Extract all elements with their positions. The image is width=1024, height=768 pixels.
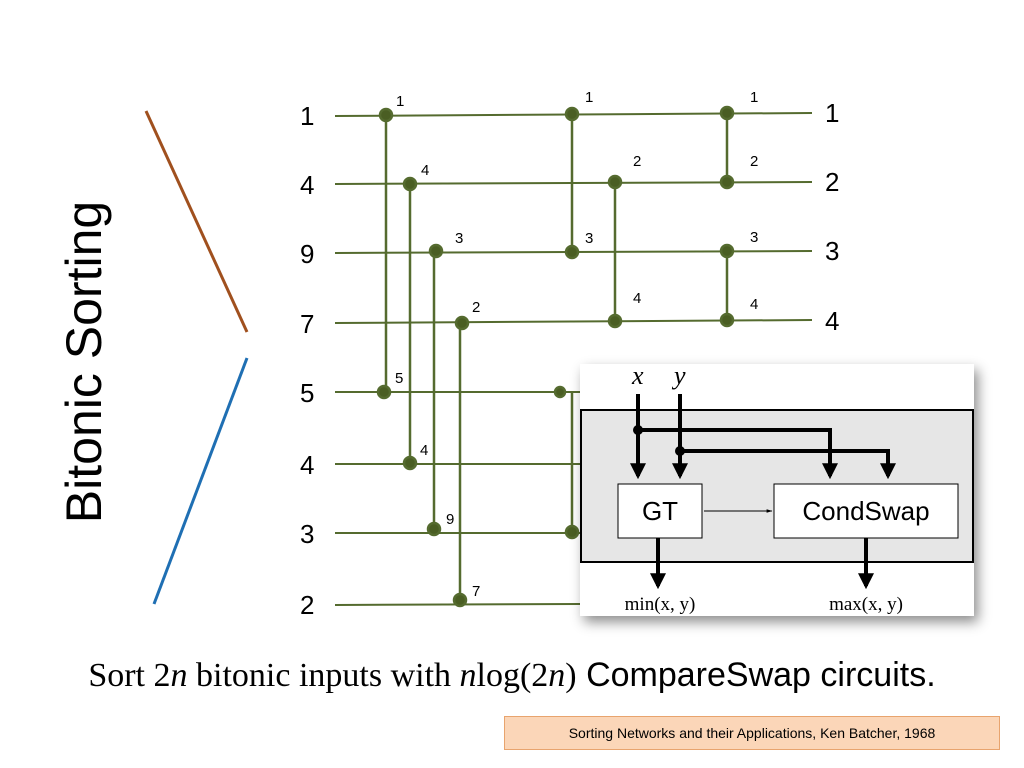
- input-label: 4: [300, 450, 314, 480]
- input-label: 5: [300, 378, 314, 408]
- junction-dot: [633, 425, 643, 435]
- node-label: 4: [421, 162, 429, 179]
- node-label: 9: [446, 511, 454, 528]
- node-label: 5: [395, 370, 403, 387]
- condswap-label: CondSwap: [802, 496, 929, 526]
- node-label: 4: [750, 296, 758, 313]
- node-label: 2: [750, 153, 758, 170]
- citation-box: Sorting Networks and their Applications,…: [504, 716, 1000, 750]
- comparator-node: [454, 315, 470, 331]
- comparator-node: [719, 243, 735, 259]
- comparator-node: [402, 176, 418, 192]
- comparator-node: [428, 243, 444, 259]
- caption-compareswap: CompareSwap: [576, 656, 811, 694]
- comparator-node: [426, 521, 442, 537]
- comparator-node: [607, 313, 623, 329]
- input-y-label: y: [671, 364, 686, 390]
- input-label: 9: [300, 239, 314, 269]
- min-output-label: min(x, y): [625, 594, 696, 615]
- gt-box: [617, 483, 703, 539]
- comparator-node: [452, 592, 468, 608]
- output-labels: 1 2 3 4: [825, 98, 839, 336]
- caption-prefix: Sort: [88, 657, 154, 694]
- input-label: 3: [300, 519, 314, 549]
- comparator-node: [719, 105, 735, 121]
- wire-4: [334, 319, 813, 324]
- output-label: 2: [825, 167, 839, 197]
- output-label: 1: [825, 98, 839, 128]
- node-label: 3: [585, 230, 593, 247]
- comparator-node: [719, 174, 735, 190]
- comparator-node: [378, 107, 394, 123]
- node-label: 2: [472, 299, 480, 316]
- input-label: 1: [300, 101, 314, 131]
- node-label: 7: [472, 583, 480, 600]
- compareswap-inset: x y GT CondSwap min(x, y) max(x, y): [580, 364, 974, 616]
- comparator-node: [376, 384, 392, 400]
- stage-2-comparators: [553, 106, 623, 540]
- stage-3-comparators: [719, 105, 735, 328]
- input-x-label: x: [631, 364, 644, 390]
- gt-label: GT: [642, 496, 678, 526]
- input-label: 4: [300, 170, 314, 200]
- comparator-node: [719, 312, 735, 328]
- node-label: 1: [585, 89, 593, 106]
- node-label: 1: [396, 93, 404, 110]
- caption-n-in-log: n: [548, 657, 566, 694]
- comparator-node: [564, 244, 580, 260]
- input-label: 2: [300, 590, 314, 620]
- comparator-node: [564, 524, 580, 540]
- comparator-node: [553, 385, 567, 399]
- input-label: 7: [300, 309, 314, 339]
- comparator-node: [402, 455, 418, 471]
- bitonic-descending-line: [144, 110, 249, 333]
- comparator-node: [564, 106, 580, 122]
- stage-3-labels: 1 2 3 4: [750, 89, 758, 313]
- condswap-box: [773, 483, 959, 539]
- stage-1-comparators: [376, 107, 470, 608]
- node-label: 3: [750, 229, 758, 246]
- output-label: 4: [825, 306, 839, 336]
- node-label: 3: [455, 230, 463, 247]
- node-label: 4: [420, 442, 428, 459]
- max-output-label: max(x, y): [829, 594, 903, 615]
- stage-1-labels: 1 5 4 4 3 9 2 7: [395, 93, 480, 600]
- caption-middle: bitonic inputs with: [187, 657, 460, 694]
- caption-two: 2: [153, 657, 171, 694]
- caption-log: log(2: [476, 657, 549, 694]
- output-label: 3: [825, 236, 839, 266]
- caption-close: ): [565, 657, 577, 694]
- stage-2-labels: 1 3 2 4: [585, 89, 641, 307]
- comparator-node: [607, 174, 623, 190]
- input-labels: 1 4 9 7 5 4 3 2: [300, 101, 314, 620]
- caption-n-log: n: [459, 657, 477, 694]
- node-label: 4: [633, 290, 641, 307]
- caption-suffix: circuits.: [810, 656, 936, 694]
- bitonic-ascending-line: [152, 357, 249, 605]
- compareswap-circuit: x y GT CondSwap min(x, y) max(x, y): [580, 364, 974, 615]
- caption: Sort 2n bitonic inputs with nlog(2n) Com…: [0, 656, 1024, 695]
- node-label: 1: [750, 89, 758, 106]
- junction-dot: [675, 446, 685, 456]
- caption-n: n: [170, 657, 188, 694]
- node-label: 2: [633, 153, 641, 170]
